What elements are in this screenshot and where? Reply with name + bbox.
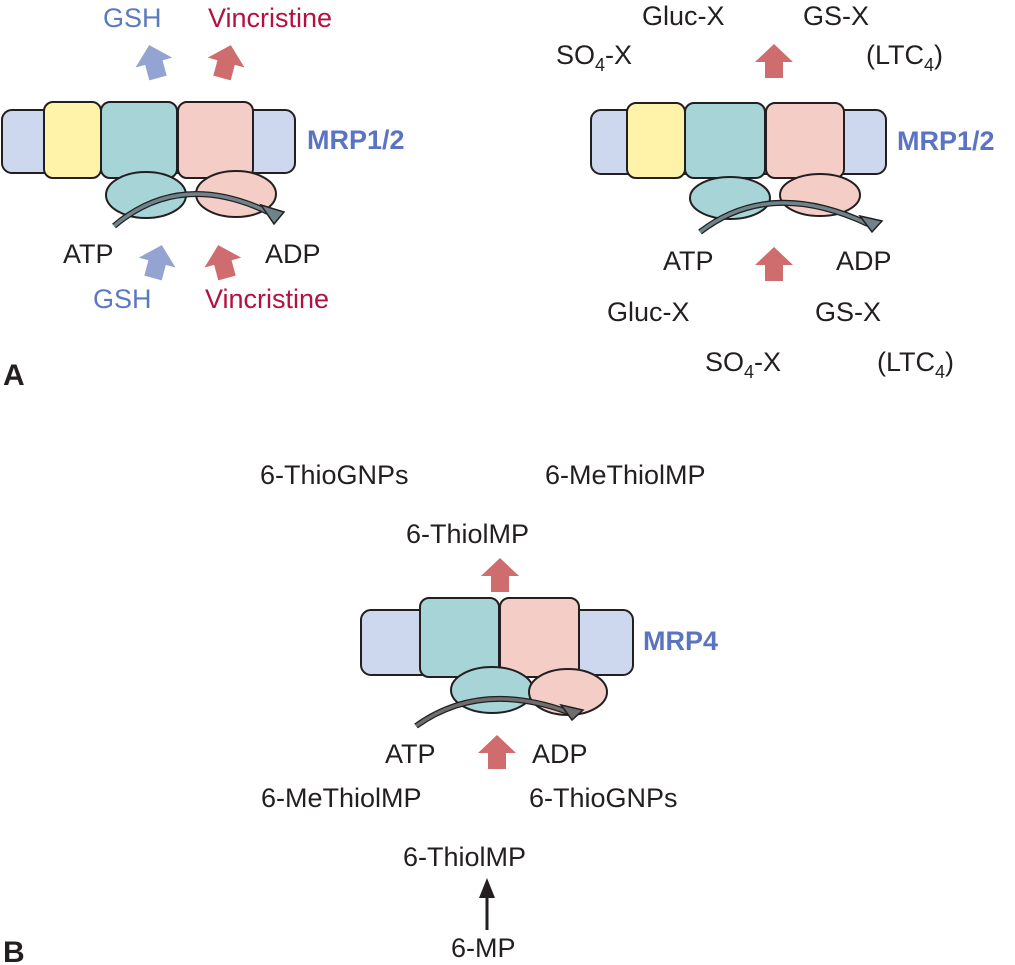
methiolmp-top-label: 6-MeThiolMP (545, 460, 706, 490)
protein-label-mrp1-2: MRP1/2 (307, 125, 405, 155)
efflux-gluc-x-label: Gluc-X (642, 1, 725, 31)
influx-gsh-arrow (134, 240, 181, 283)
influx-ltc4-label: (LTC4) (877, 347, 954, 382)
conversion-arrowhead-icon (479, 878, 495, 898)
tmd0-domain (626, 102, 686, 179)
protein-label-mrp1-2: MRP1/2 (897, 126, 995, 156)
influx-gluc-x-label: Gluc-X (607, 297, 690, 327)
protein-label-mrp4: MRP4 (643, 626, 718, 656)
influx-vincristine-label: Vincristine (205, 284, 329, 314)
mp-label: 6-MP (451, 933, 516, 963)
efflux-ltc4-label: (LTC4) (866, 40, 943, 75)
thiolmp-efflux-label: 6-ThiolMP (406, 519, 529, 549)
panel-label-a: A (3, 359, 25, 392)
adp-label: ADP (532, 739, 588, 769)
efflux-thiolmp-arrow (481, 558, 519, 592)
tmd2-domain (765, 102, 845, 179)
thiolmp-intermediate-label: 6-ThiolMP (403, 842, 526, 872)
atp-label: ATP (63, 239, 114, 269)
adp-label: ADP (265, 239, 321, 269)
influx-conjugate-arrow (755, 247, 793, 281)
efflux-vincristine-label: Vincristine (208, 3, 332, 33)
adp-label: ADP (836, 246, 892, 276)
tmd1-domain (684, 102, 766, 179)
tmd1-domain (419, 597, 500, 678)
tmd2-domain (499, 597, 580, 678)
influx-vincristine-arrow (199, 240, 246, 283)
influx-gsh-label: GSH (93, 284, 152, 314)
panel-b: 6-ThioGNPs 6-MeThiolMP 6-ThiolMP MRP4 AT… (260, 460, 718, 963)
efflux-gs-x-label: GS-X (803, 1, 869, 31)
tmd0-domain (43, 101, 102, 179)
atp-label: ATP (385, 739, 436, 769)
efflux-gsh-label: GSH (103, 3, 162, 33)
efflux-gsh-arrow (130, 40, 177, 83)
thiognps-bottom-label: 6-ThioGNPs (529, 783, 678, 813)
efflux-vincristine-arrow (203, 40, 250, 83)
efflux-so4-x-label: SO4-X (556, 40, 632, 75)
atp-label: ATP (663, 246, 714, 276)
thiognps-top-label: 6-ThioGNPs (260, 460, 409, 490)
tmd1-domain (100, 101, 178, 179)
panel-label-b: B (3, 936, 25, 965)
tmd2-domain (177, 101, 254, 179)
methiolmp-bottom-label: 6-MeThiolMP (261, 783, 422, 813)
panel-a-right: Gluc-X GS-X SO4-X (LTC4) MRP1/2 ATP ADP … (556, 1, 995, 382)
influx-so4-x-label: SO4-X (705, 347, 781, 382)
panel-a-left: GSH Vincristine MRP1/2 ATP ADP GSH Vincr… (1, 3, 405, 314)
influx-arrow (478, 735, 516, 769)
influx-gs-x-label: GS-X (815, 297, 881, 327)
atp-arrowhead-icon (559, 703, 585, 722)
efflux-conjugate-arrow (755, 44, 793, 78)
atp-arrowhead-icon (858, 214, 884, 234)
atp-arrowhead-icon (259, 203, 286, 226)
